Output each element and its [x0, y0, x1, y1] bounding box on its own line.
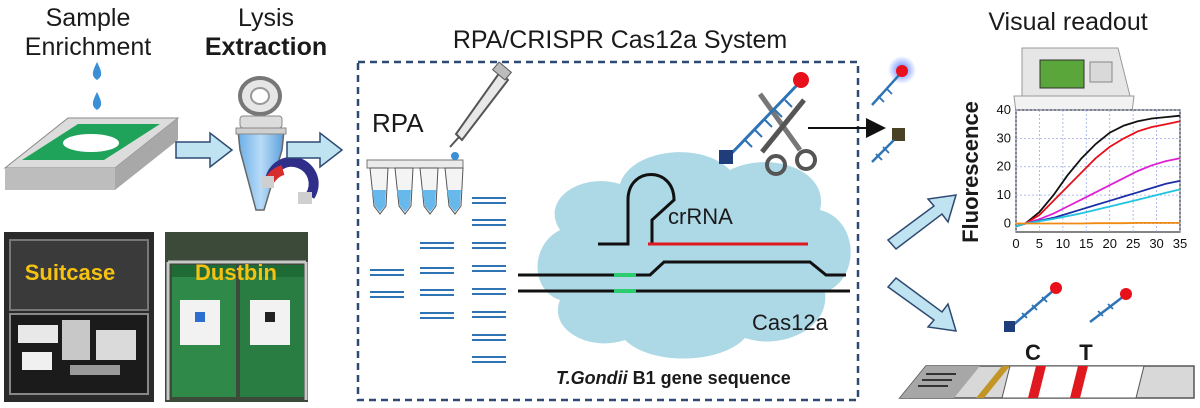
y-tick-label: 40	[997, 102, 1011, 117]
strip-probe-2	[1089, 288, 1132, 323]
strip-c-label: C	[1025, 340, 1041, 365]
x-tick-label: 15	[1079, 236, 1093, 251]
crrna-hairpin	[598, 173, 808, 246]
suitcase-label: Suitcase	[25, 260, 116, 285]
series-line-6	[1016, 222, 1180, 225]
probe-icon	[719, 72, 809, 164]
x-tick-label: 30	[1149, 236, 1163, 251]
x-tick-label: 25	[1126, 236, 1140, 251]
tube-icon	[235, 76, 287, 211]
fluorescence-chart: Fluorescence 0 5 10 15 20 25 30 35 0 10 20 30 40	[958, 101, 1187, 251]
strip-t-label: T	[1079, 340, 1093, 365]
slide-icon	[3, 117, 180, 190]
flow-arrow-strip	[886, 276, 958, 332]
dustbin-photo: Dustbin	[165, 232, 308, 402]
x-tick-label: 35	[1173, 236, 1187, 251]
crrna-label: crRNA	[668, 204, 733, 229]
x-tick-label: 10	[1056, 236, 1070, 251]
flow-arrow-fluorescence	[886, 194, 958, 251]
series-line-1	[1015, 114, 1181, 228]
lysis-label-line2: Extraction	[205, 33, 327, 61]
cas12a-cloud	[537, 152, 851, 359]
cas12a-label: Cas12a	[752, 310, 829, 335]
magnet-icon	[262, 156, 319, 204]
suitcase-photo: Suitcase	[4, 232, 154, 402]
gene-sequence-label: T.Gondii B1 gene sequence	[556, 368, 791, 388]
test-line	[1070, 366, 1088, 398]
sample-label-line2: Enrichment	[25, 33, 151, 61]
y-tick-label: 20	[997, 159, 1011, 174]
cleaved-quencher	[871, 128, 905, 163]
visual-readout-title: Visual readout	[988, 8, 1147, 36]
series-line-2	[1015, 120, 1181, 228]
x-tick-label: 20	[1102, 236, 1116, 251]
dustbin-label: Dustbin	[195, 260, 277, 285]
chart-ylabel: Fluorescence	[958, 101, 983, 243]
sample-label-line1: Sample	[46, 4, 131, 32]
rpa-label: RPA	[372, 108, 424, 138]
x-tick-label: 5	[1036, 236, 1043, 251]
rpa-tubes	[366, 152, 464, 215]
lysis-label-line1: Lysis	[238, 4, 294, 32]
system-frame	[356, 60, 860, 402]
series-line-5	[1015, 188, 1181, 228]
scissors-icon	[757, 92, 817, 176]
y-tick-label: 10	[997, 187, 1011, 202]
flow-arrow-2	[286, 131, 344, 169]
series-line-3	[1015, 157, 1181, 228]
flow-arrow-1	[175, 131, 234, 169]
pipette-icon	[449, 61, 513, 148]
target-dna	[518, 260, 850, 293]
strip-probe-1	[1004, 282, 1062, 332]
y-tick-label: 30	[997, 130, 1011, 145]
y-tick-label: 0	[1004, 215, 1011, 230]
system-title: RPA/CRISPR Cas12a System	[453, 26, 787, 54]
cleaved-reporter	[871, 56, 916, 106]
strip-icon	[898, 365, 1195, 399]
x-tick-label: 0	[1012, 236, 1019, 251]
control-line	[1028, 366, 1046, 398]
dna-amplicons	[370, 197, 506, 363]
